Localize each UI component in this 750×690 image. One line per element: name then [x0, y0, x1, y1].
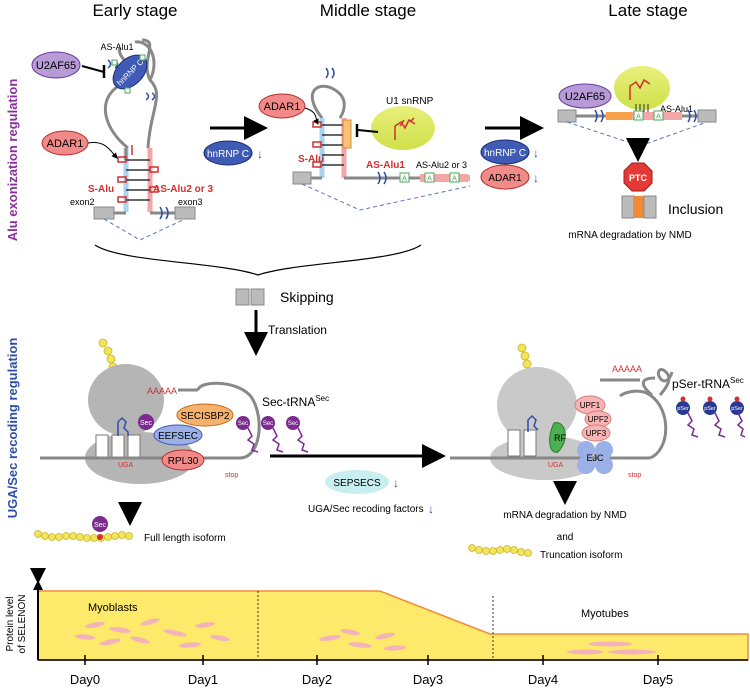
stage-middle-title: Middle stage	[320, 1, 416, 20]
early-stage-panel: hnRNP C U2AF65 AS-Alu1 ADAR1 S-Alu AS-Al…	[31, 38, 213, 241]
sepsecs-label: SEPSECS	[333, 478, 381, 489]
translation-label: Translation	[268, 323, 327, 337]
pser-ball-1: pSer	[677, 406, 689, 412]
late-hnrnpc-label: hnRNP C	[484, 148, 526, 159]
right-stop-label: stop	[628, 472, 641, 479]
myoblasts-label: Myoblasts	[88, 602, 138, 614]
right-upf2-label: UPF2	[588, 415, 609, 424]
late-inosine-1: A	[636, 114, 641, 121]
middle-as-alu23-label: AS-Alu2 or 3	[416, 160, 467, 170]
sec-trna-main: Sec-tRNA	[262, 395, 315, 409]
day-label-4: Day4	[528, 672, 558, 687]
sec-trna-ball-1: Sec	[238, 421, 248, 427]
late-stage-panel: U2AF65 AS-Alu1 A A PTC Inclusion mRNA de…	[557, 66, 723, 241]
sec-trna-label: Sec-tRNASec	[262, 394, 329, 409]
day-label-3: Day3	[413, 672, 443, 687]
left-eefsec-label: EEFSEC	[158, 431, 198, 442]
early-exon3-label: exon3	[178, 197, 203, 207]
middle-hnrnpc-label: hnRNP C	[207, 149, 249, 160]
right-uga-label: UGA	[548, 462, 564, 469]
middle-inosine-1: A	[402, 176, 407, 183]
section-label-alu: Alu exonization regulation	[5, 79, 20, 242]
late-u2af65-label: U2AF65	[565, 91, 605, 103]
middle-inosine-2: A	[427, 176, 432, 183]
day-label-5: Day5	[643, 672, 673, 687]
late-inclusion-label: Inclusion	[668, 201, 723, 217]
early-adar1-label: ADAR1	[47, 138, 84, 150]
late-nmd-label: mRNA degradation by NMD	[568, 230, 691, 241]
left-uga-label: UGA	[118, 462, 134, 469]
right-translation-panel: RF AAAAA UPF1 UPF2 UPF3 EJC UGA stop pSe…	[450, 343, 746, 561]
middle-hnrnpc-down: ↓	[257, 147, 263, 161]
truncation-isoform-label: Truncation isoform	[540, 550, 622, 561]
pser-trna-group: pSer pSer pSer	[676, 396, 746, 438]
middle-s-alu-label: S-Alu	[298, 154, 324, 165]
early-u2af65-label: U2AF65	[36, 60, 76, 72]
pser-trna-main: pSer-tRNA	[672, 377, 730, 391]
pser-ball-2: pSer	[704, 406, 716, 412]
factors-label: UGA/Sec recoding factors	[308, 504, 424, 515]
timeline-ylabel-2: of SELENON	[17, 595, 28, 654]
late-ptc-label: PTC	[629, 173, 648, 183]
full-length-sec-label: Sec	[94, 522, 107, 529]
sec-trna-sup: Sec	[315, 394, 329, 403]
timeline-ylabel-1: Protein level	[5, 596, 16, 651]
factors-down: ↓	[428, 502, 434, 516]
section-label-ugasec: UGA/Sec recoding regulation	[5, 338, 20, 519]
middle-stage-panel: A A A ADAR1 U1 snRNP S-Alu AS-Alu1 AS-Al…	[258, 67, 471, 211]
right-rf-label: RF	[554, 433, 566, 443]
left-rpl30-label: RPL30	[168, 456, 199, 467]
sec-trna-group: Sec Sec Sec	[236, 416, 309, 453]
middle-inosine-3: A	[452, 176, 457, 183]
left-sec-label: Sec	[140, 420, 153, 427]
stage-brace	[94, 244, 422, 276]
stage-late-title: Late stage	[608, 1, 687, 20]
early-s-alu-label: S-Alu	[88, 184, 114, 195]
left-translation-panel: AAAAA Sec SECISBP2 EEFSEC RPL30 UGA stop…	[34, 338, 329, 544]
right-upf3-label: UPF3	[586, 429, 607, 438]
early-as-alu23-label: AS-Alu2 or 3	[153, 184, 213, 195]
late-hnrnpc-down: ↓	[533, 146, 539, 160]
stage-early-title: Early stage	[92, 1, 177, 20]
right-and-label: and	[557, 532, 574, 543]
late-adar1-label: ADAR1	[488, 173, 522, 184]
day-label-0: Day0	[70, 672, 100, 687]
sec-trna-ball-2: Sec	[263, 421, 273, 427]
late-inosine-2: A	[656, 114, 661, 121]
sepsecs-down: ↓	[393, 476, 399, 490]
sec-trna-ball-3: Sec	[288, 421, 298, 427]
left-secisbp2-label: SECISBP2	[181, 411, 230, 422]
right-ejc-label: EJC	[586, 453, 604, 463]
left-polya-label: AAAAA	[147, 386, 177, 396]
late-as-alu1-label: AS-Alu1	[660, 104, 693, 114]
pser-trna-sup: Sec	[730, 376, 744, 385]
day-label-2: Day2	[302, 672, 332, 687]
middle-u1snrnp-label: U1 snRNP	[386, 96, 434, 107]
middle-adar1-label: ADAR1	[264, 101, 301, 113]
full-length-isoform-label: Full length isoform	[144, 533, 226, 544]
right-polya-label: AAAAA	[612, 364, 642, 374]
right-nmd-label: mRNA degradation by NMD	[503, 510, 626, 521]
early-as-alu1-label: AS-Alu1	[100, 42, 133, 52]
right-upf1-label: UPF1	[580, 401, 601, 410]
day-label-1: Day1	[188, 672, 218, 687]
myotubes-label: Myotubes	[581, 608, 629, 620]
skipping-label: Skipping	[280, 289, 334, 305]
pser-trna-label: pSer-tRNASec	[672, 376, 744, 391]
middle-as-alu1-label: AS-Alu1	[366, 160, 405, 171]
early-exon2-label: exon2	[70, 197, 95, 207]
late-adar1-down: ↓	[533, 171, 539, 185]
timeline-panel: Protein level of SELENON Myoblasts Myotu…	[5, 568, 749, 687]
left-stop-label: stop	[225, 472, 238, 479]
pser-ball-3: pSer	[731, 406, 743, 412]
